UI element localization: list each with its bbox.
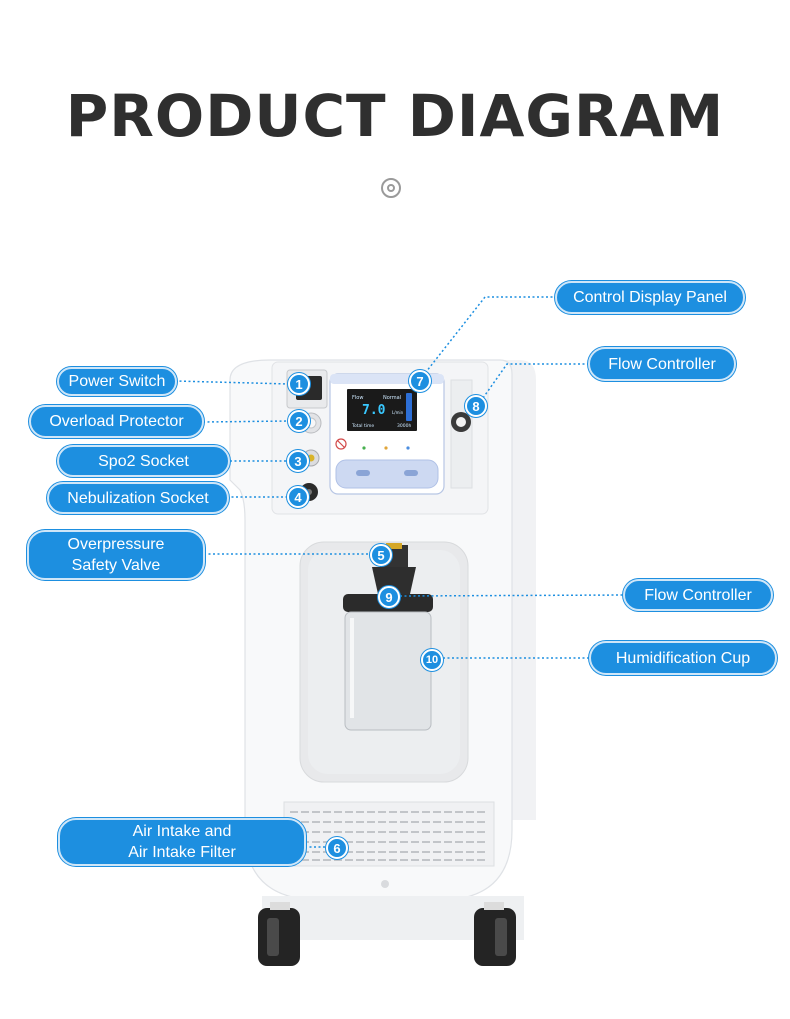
label-text: Humidification Cup [615,649,751,667]
label-flow-controller-top: Flow Controller [588,347,736,381]
alarm-icon [335,438,347,450]
target-icon [381,178,401,198]
svg-text:Flow: Flow [352,395,363,401]
badge-8: 8 [465,395,487,417]
badge-3: 3 [287,450,309,472]
svg-text:Normal: Normal [383,395,401,401]
badge-1: 1 [288,373,310,395]
badge-7: 7 [409,370,431,392]
humidification-cup [344,611,432,731]
svg-text:L/min: L/min [392,410,404,415]
badge-9: 9 [378,586,400,608]
label-overpressure-valve: Overpressure Safety Valve [27,530,205,580]
label-text: Control Display Panel [573,289,727,306]
label-flow-controller-cup: Flow Controller [623,579,773,611]
label-spo2-socket: Spo2 Socket [57,445,230,477]
leader-lines [174,296,625,848]
label-text: Overload Protector [49,413,184,430]
label-text: Flow Controller [644,586,752,604]
svg-text:Total time: Total time [351,423,374,429]
svg-text:7.0: 7.0 [362,403,386,418]
badge-10: 10 [421,649,443,671]
badge-4: 4 [287,486,309,508]
label-text: Flow Controller [608,355,716,373]
badge-5: 5 [370,544,392,566]
badge-2: 2 [288,410,310,432]
label-air-intake: Air Intake and Air Intake Filter [58,818,306,866]
lcd-screen [347,389,417,431]
label-text: Air Intake and Air Intake Filter [128,823,236,861]
label-power-switch: Power Switch [57,367,177,396]
label-text: Spo2 Socket [98,452,189,470]
svg-text:3000h: 3000h [397,423,411,429]
page-title: PRODUCT DIAGRAM [65,82,725,150]
badge-6: 6 [326,837,348,859]
label-control-display-panel: Control Display Panel [555,281,745,314]
label-overload-protector: Overload Protector [29,405,204,438]
label-humidification-cup: Humidification Cup [589,641,777,675]
label-text: Power Switch [68,373,166,390]
label-text: Overpressure Safety Valve [67,536,165,574]
label-nebulization-socket: Nebulization Socket [47,482,229,514]
label-text: Nebulization Socket [67,489,209,507]
control-buttons [335,459,439,489]
